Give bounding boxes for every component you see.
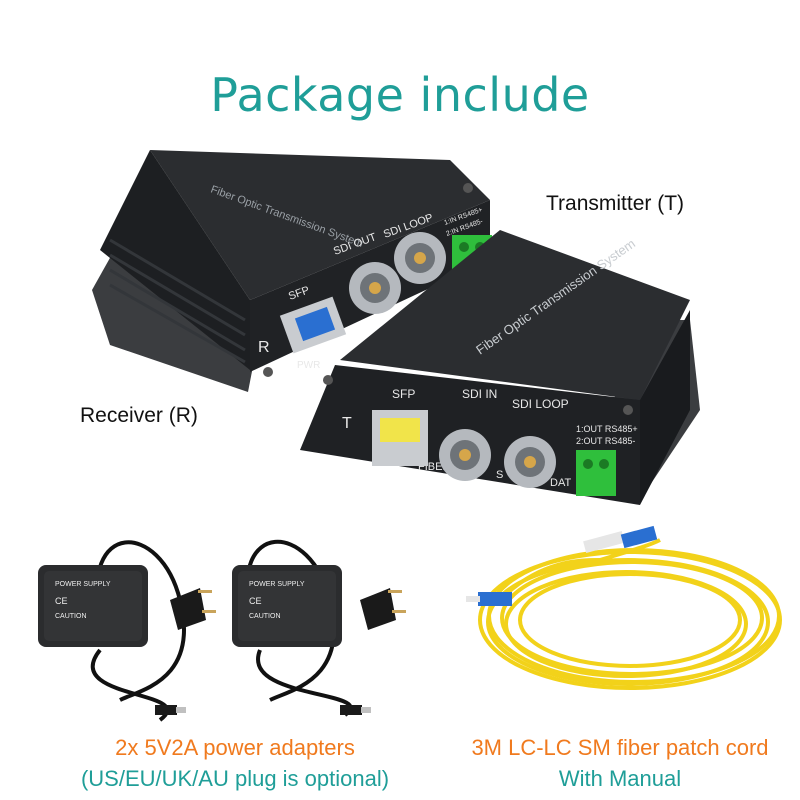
transmitter-letter: T	[342, 415, 352, 432]
transmitter-bottom-dat: DAT	[550, 477, 571, 489]
receiver-label: Receiver (R)	[80, 404, 198, 427]
transmitter-port-sdi-loop: SDI LOOP	[512, 397, 569, 411]
adapters-caption-line2: (US/EU/UK/AU plug is optional)	[80, 766, 390, 791]
receiver-bottom-text: PWR	[297, 360, 320, 371]
cord-caption-line2: With Manual	[558, 766, 682, 791]
adapter-right-label-1: POWER SUPPLY	[249, 581, 305, 588]
cord-caption: 3M LC-LC SM fiber patch cord With Manual	[450, 732, 790, 794]
adapter-left-label-3: CAUTION	[55, 613, 87, 620]
adapter-left-label-2: CE	[55, 596, 68, 606]
transmitter-terminal-label-2: 2:OUT RS485-	[576, 436, 635, 446]
transmitter-bottom-s: S	[496, 469, 503, 481]
receiver-bnc-connectors	[349, 232, 446, 314]
transmitter-terminal-block	[576, 450, 616, 496]
adapter-right-label-2: CE	[249, 596, 262, 606]
transmitter-port-sfp: SFP	[392, 387, 415, 401]
adapter-right-label-3: CAUTION	[249, 613, 281, 620]
power-adapter-right: POWER SUPPLY CE CAUTION	[232, 539, 406, 717]
adapter-left-label-1: POWER SUPPLY	[55, 581, 111, 588]
transmitter-bnc-connectors	[439, 429, 556, 488]
cord-caption-line1: 3M LC-LC SM fiber patch cord	[471, 735, 769, 760]
transmitter-port-sdi-in: SDI IN	[462, 387, 497, 401]
receiver-letter: R	[258, 339, 270, 356]
page-title: Package include	[210, 68, 590, 122]
power-adapter-left: POWER SUPPLY CE CAUTION	[38, 540, 216, 722]
fiber-patch-cord	[478, 538, 782, 690]
receiver-device: Fiber Optic Transmission System R SFP SD…	[92, 150, 492, 392]
lc-connector-top	[583, 525, 658, 553]
transmitter-terminal-label-1: 1:OUT RS485+	[576, 424, 638, 434]
adapters-caption: 2x 5V2A power adapters (US/EU/UK/AU plug…	[40, 732, 430, 794]
transmitter-label: Transmitter (T)	[546, 192, 685, 215]
transmitter-device: Fiber Optic Transmission System T SFP SD…	[300, 230, 700, 505]
adapters-caption-line1: 2x 5V2A power adapters	[115, 735, 355, 760]
lc-connector-left	[466, 592, 512, 606]
